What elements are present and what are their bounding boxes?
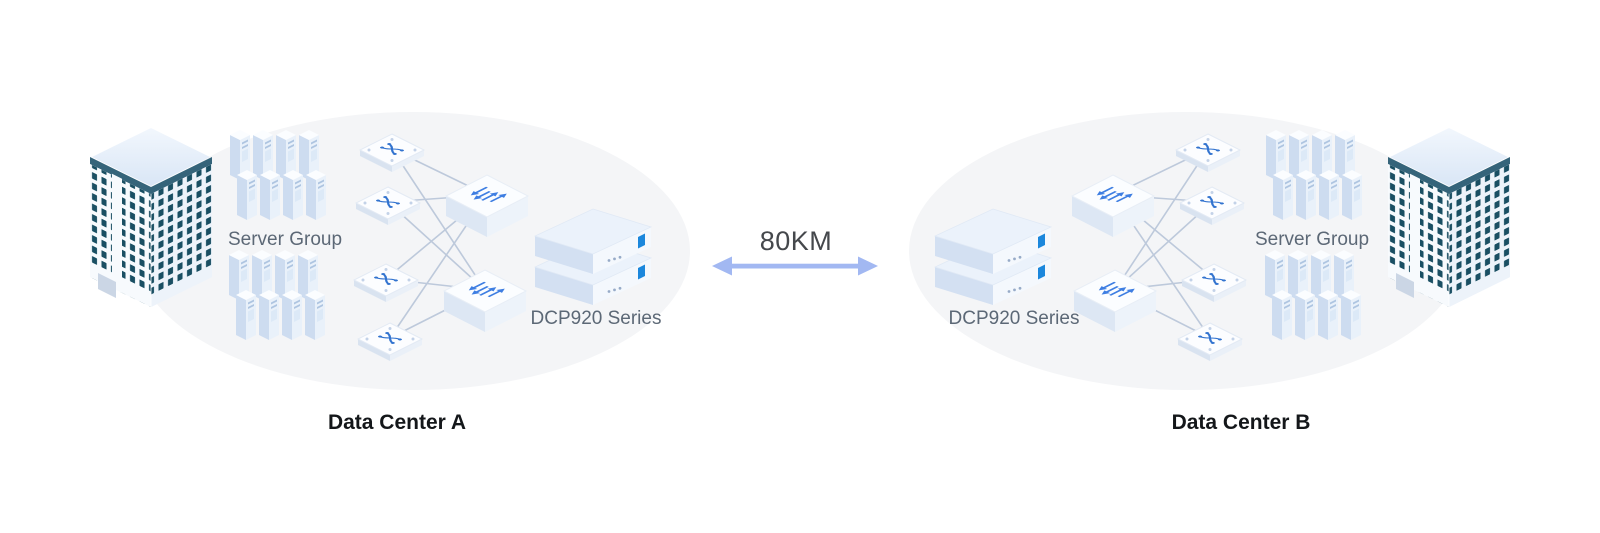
dcp920-series-label-b: DCP920 Series xyxy=(948,308,1080,329)
distance-arrow-icon xyxy=(712,256,878,276)
datacenter-a-cluster xyxy=(89,112,690,390)
server-group-label-a: Server Group xyxy=(227,229,343,250)
distance-label: 80KM xyxy=(759,226,833,256)
server-group-label-b: Server Group xyxy=(1254,229,1370,250)
datacenter-b-cluster xyxy=(909,112,1511,390)
office-building-icon xyxy=(1387,127,1511,308)
dcp920-series-label-a: DCP920 Series xyxy=(530,308,662,329)
datacenter-b-title: Data Center B xyxy=(1171,411,1311,434)
datacenter-a-title: Data Center A xyxy=(327,411,467,434)
office-building-icon xyxy=(89,127,213,308)
